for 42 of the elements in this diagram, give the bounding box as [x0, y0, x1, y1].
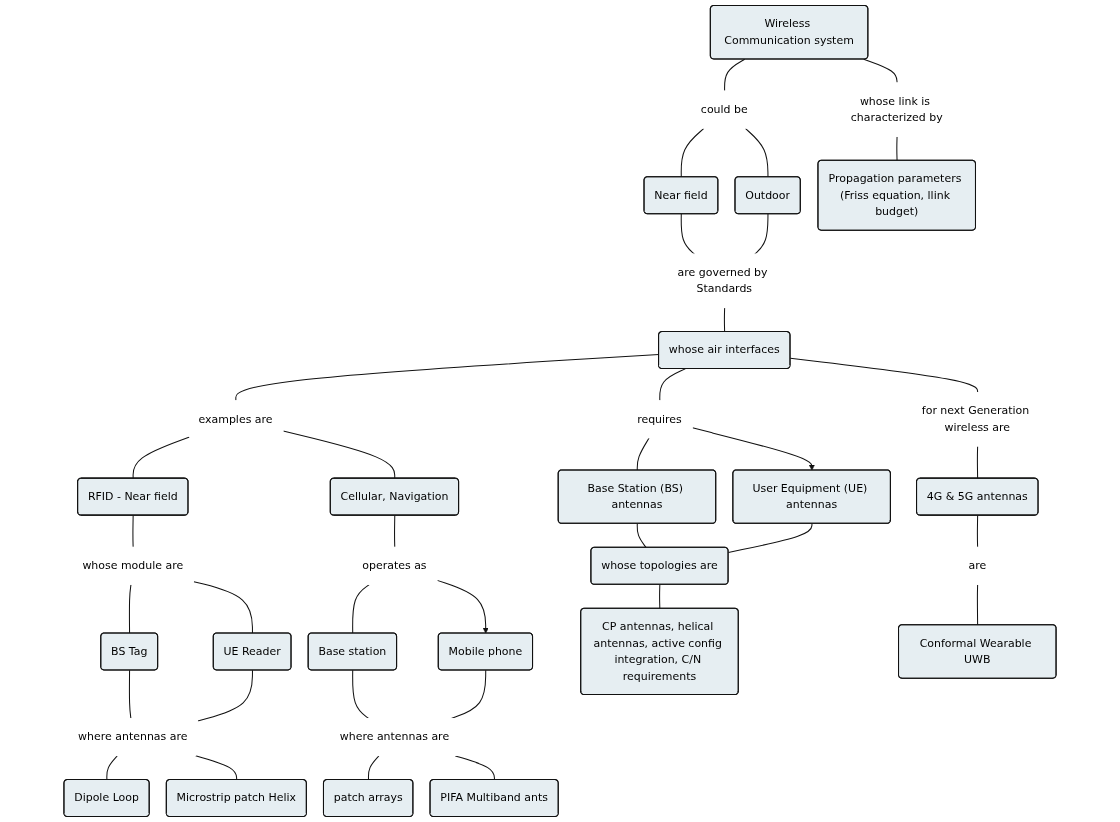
connector	[976, 445, 979, 479]
node-text: requires	[637, 412, 682, 426]
node-text: whose link is characterized by	[850, 94, 943, 124]
connector	[659, 584, 661, 610]
connector	[195, 755, 238, 781]
node-text: operates as	[362, 558, 427, 572]
connector	[680, 127, 705, 178]
connector	[636, 437, 650, 471]
connector	[744, 127, 769, 178]
connector	[896, 136, 898, 162]
node-text: are	[968, 558, 987, 572]
connector	[367, 755, 380, 781]
node-text: where antennas are	[78, 730, 188, 744]
connector	[352, 584, 370, 634]
connector	[976, 584, 979, 626]
connector	[754, 213, 769, 255]
connector	[976, 514, 979, 549]
connector	[197, 669, 253, 722]
connector	[128, 669, 132, 720]
connector	[680, 213, 696, 255]
node-text: are governed by Standards	[677, 265, 768, 296]
connector	[724, 58, 746, 92]
node-text: could be	[700, 102, 748, 116]
connector	[863, 58, 898, 84]
node-text: for next Generation wireless are	[921, 404, 1030, 434]
connector	[659, 368, 686, 402]
node-text: examples are	[198, 412, 273, 426]
connector	[132, 514, 134, 549]
node-text: whose module are	[82, 558, 184, 572]
connector	[636, 523, 647, 549]
connector	[352, 669, 370, 720]
arrow	[691, 427, 815, 471]
connector	[394, 514, 396, 549]
node-text: where antennas are	[339, 730, 450, 744]
connector	[132, 436, 191, 479]
connector	[193, 581, 253, 634]
connector	[128, 584, 132, 634]
connector	[282, 430, 396, 479]
connector	[106, 755, 118, 781]
arrow	[436, 579, 489, 634]
connector	[723, 307, 726, 333]
connector	[454, 755, 495, 781]
